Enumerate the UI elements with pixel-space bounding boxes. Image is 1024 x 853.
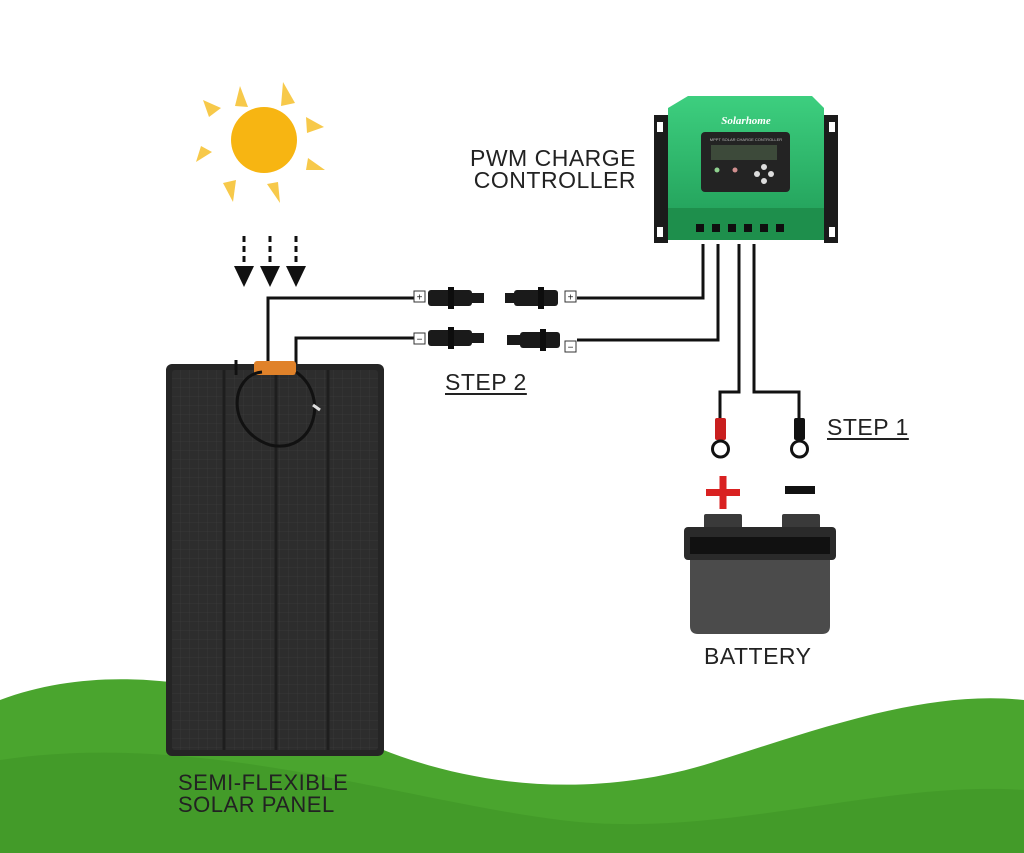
sunlight-arrows-icon <box>234 236 306 287</box>
polarity-plus-1: + <box>417 293 423 304</box>
polarity-plus-2: + <box>568 293 574 304</box>
controller-label-line2: CONTROLLER <box>473 167 636 193</box>
connector-negative-right <box>507 329 560 351</box>
panel-wires <box>266 244 720 365</box>
solar-panel-label: SEMI-FLEXIBLE SOLAR PANEL <box>178 772 348 816</box>
solar-panel-label-line2: SOLAR PANEL <box>178 792 335 817</box>
controller-label-line1: PWM CHARGE <box>470 145 636 171</box>
controller-label: PWM CHARGE CONTROLLER <box>452 145 636 193</box>
ring-terminal-negative-icon <box>790 418 809 459</box>
battery-minus-icon <box>785 486 815 494</box>
polarity-minus-1: − <box>417 335 423 346</box>
panel-cable-loop <box>235 370 317 448</box>
mc4-connectors: + + − − <box>413 287 577 354</box>
battery-plus-icon <box>706 476 740 509</box>
sun-icon <box>196 82 325 203</box>
controller-brand: Solarhome <box>721 115 771 127</box>
controller-screen-caption: MPPT SOLAR CHARGE CONTROLLER <box>710 137 782 142</box>
charge-controller: Solarhome MPPT SOLAR CHARGE CONTROLLER <box>654 96 838 243</box>
step-2-label: STEP 2 <box>445 369 527 395</box>
solar-panel <box>166 360 384 756</box>
connector-negative-left <box>428 327 484 349</box>
battery-label: BATTERY <box>704 643 812 669</box>
grass-hill-shade <box>0 752 1024 853</box>
ring-terminal-positive-icon <box>711 418 730 459</box>
polarity-minus-2: − <box>568 343 574 354</box>
connector-positive-right <box>505 287 558 309</box>
battery-wires <box>718 244 801 420</box>
connector-positive-left <box>428 287 484 309</box>
battery-icon <box>684 514 836 634</box>
step-1-label: STEP 1 <box>827 414 909 440</box>
solar-panel-label-line1: SEMI-FLEXIBLE <box>178 770 349 795</box>
